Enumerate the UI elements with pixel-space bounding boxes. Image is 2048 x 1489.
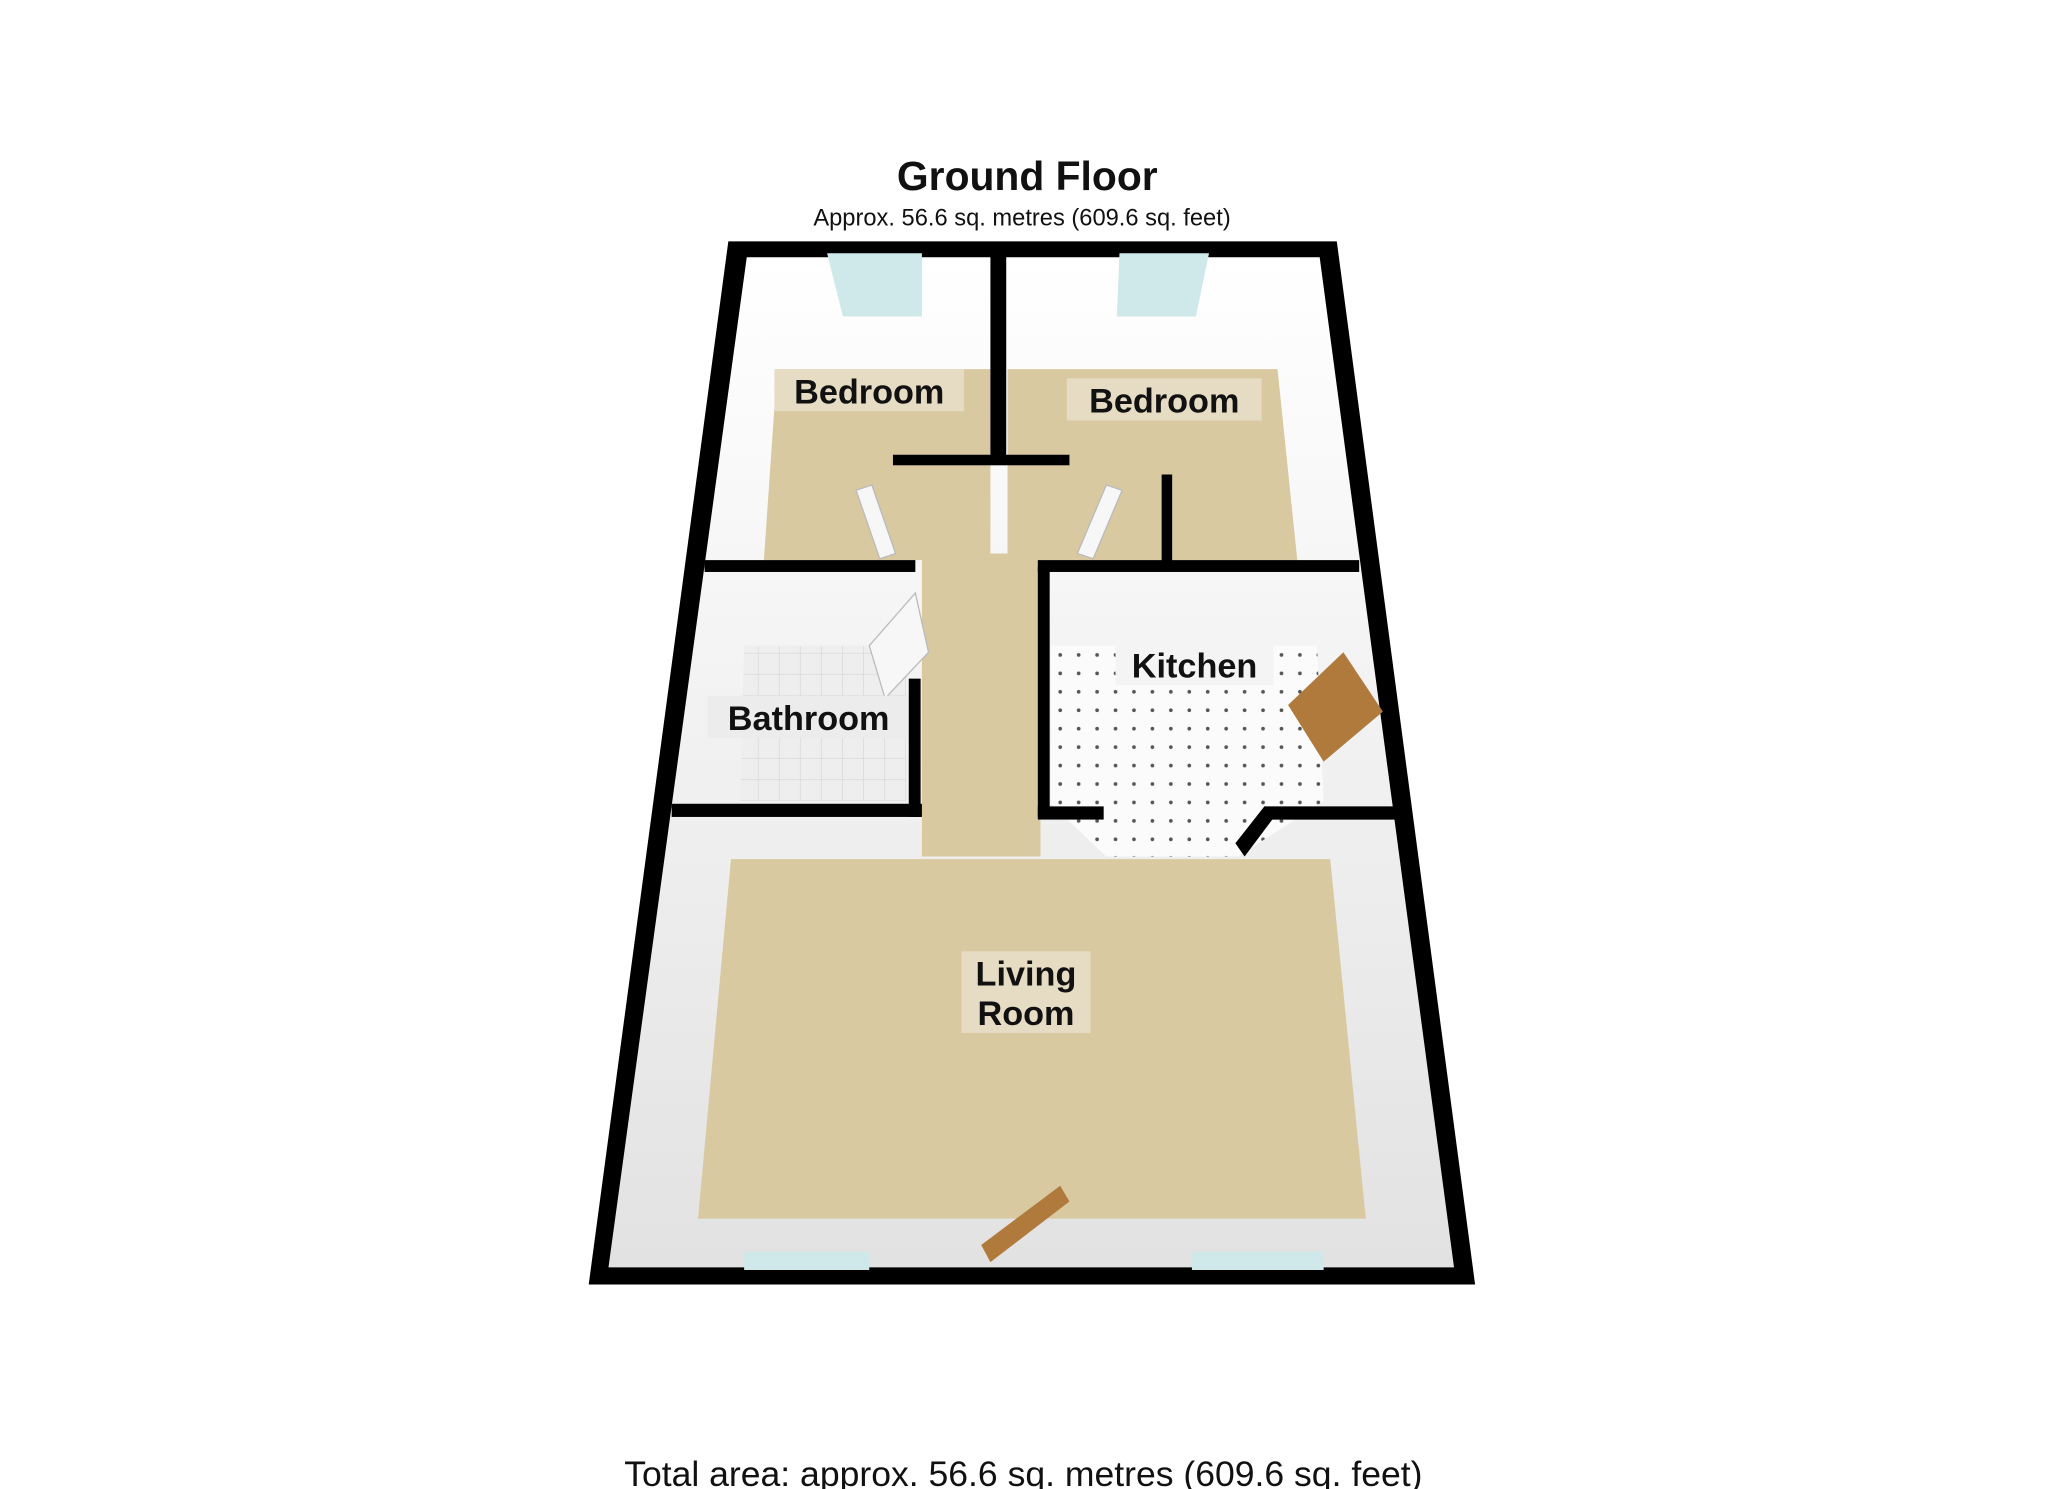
- window-living-right: [1191, 1251, 1324, 1270]
- front-door: [981, 1185, 1070, 1263]
- floor-area-subtitle: Approx. 56.6 sq. metres (609.6 sq. feet): [813, 206, 1230, 232]
- window-bedroom-right: [1116, 253, 1210, 317]
- window-living-left: [744, 1251, 870, 1270]
- interior-walls: [671, 250, 1397, 857]
- bathroom-door: [868, 591, 930, 700]
- kitchen-floor: [1050, 645, 1324, 857]
- total-area: Total area: approx. 56.6 sq. metres (609…: [624, 1454, 1422, 1489]
- living-room-floor: [698, 859, 1366, 1219]
- window-bedroom-left: [827, 253, 922, 317]
- bedroom-left-floor: [763, 369, 991, 561]
- kitchen-door: [1288, 652, 1383, 762]
- room-label-bathroom: Bathroom: [728, 700, 890, 738]
- room-label-living-2: Room: [977, 995, 1074, 1033]
- room-label-kitchen: Kitchen: [1132, 647, 1258, 685]
- room-label-bedroom-right: Bedroom: [1089, 383, 1239, 421]
- room-label-bedroom-left: Bedroom: [794, 373, 944, 411]
- bedroom-left-door: [855, 484, 897, 560]
- floor-title: Ground Floor: [897, 153, 1158, 199]
- room-label-living-1: Living: [976, 956, 1077, 994]
- bedroom-right-door: [1076, 484, 1124, 560]
- hallway-floor: [921, 553, 1041, 857]
